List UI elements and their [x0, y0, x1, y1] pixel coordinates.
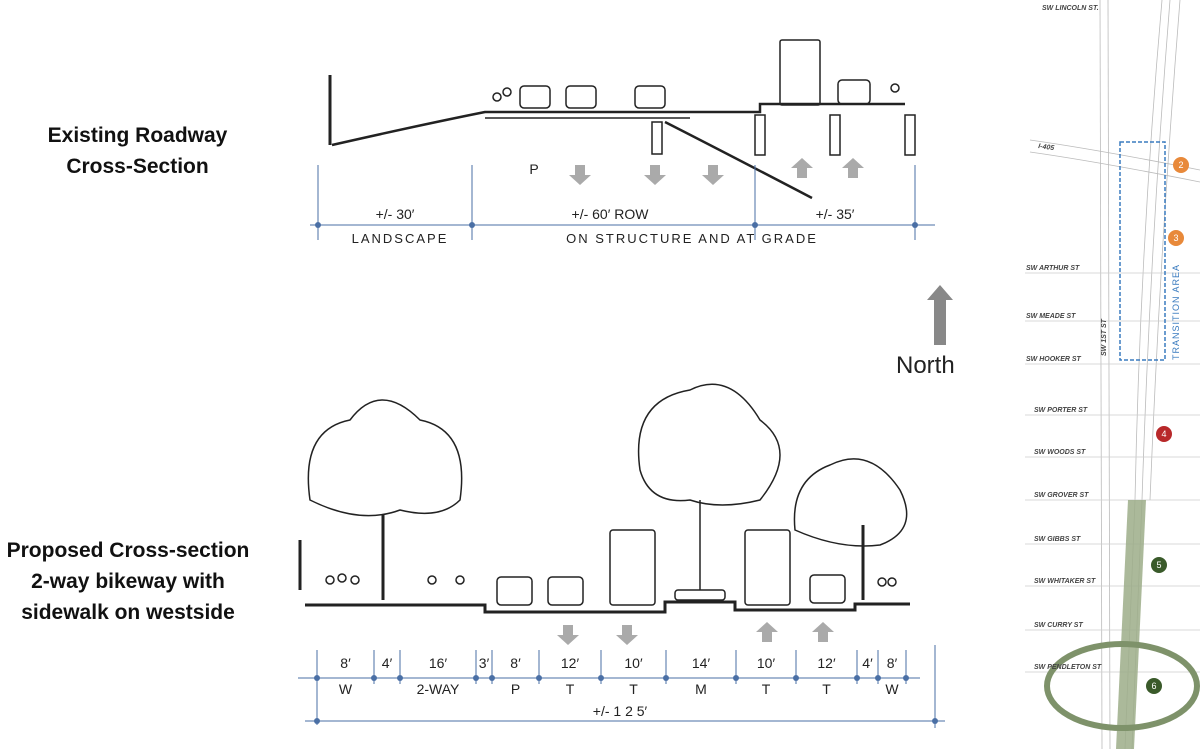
- dimension-dot: [397, 675, 403, 681]
- site-map: TRANSITION AREA SW 1ST ST SW LINCOLN ST.…: [1025, 0, 1200, 749]
- traffic-arrows: [569, 158, 864, 185]
- lane-label: P: [529, 161, 538, 177]
- segment-width: 4′: [862, 655, 873, 671]
- traffic-arrows: [557, 622, 834, 645]
- segment-width: 14′: [692, 655, 711, 671]
- segment-width: 10′: [624, 655, 643, 671]
- proposed-title: Proposed Cross-section 2-way bikeway wit…: [0, 535, 256, 628]
- proposed-section: [298, 383, 910, 645]
- street-label: SW WOODS ST: [1034, 449, 1086, 456]
- svg-text:5: 5: [1156, 560, 1161, 570]
- existing-title: Existing Roadway Cross-Section: [30, 120, 245, 182]
- dim-label: +/- 30′: [376, 206, 415, 222]
- marker-3: 3: [1168, 230, 1184, 246]
- focus-ellipse: [1044, 641, 1200, 731]
- existing-title-line: Cross-Section: [66, 155, 209, 178]
- street-label: SW MEADE ST: [1026, 313, 1076, 320]
- street-label: I-405: [1038, 143, 1055, 152]
- street-label: SW LINCOLN ST.: [1042, 5, 1099, 12]
- trees: [307, 383, 908, 600]
- street-label: SW CURRY ST: [1034, 622, 1083, 629]
- dimension-dot: [371, 675, 377, 681]
- dimension-dot: [663, 675, 669, 681]
- dimension-dot: [489, 675, 495, 681]
- marker-2: 2: [1173, 157, 1189, 173]
- segment-width: 12′: [817, 655, 836, 671]
- dimension-dot: [903, 675, 909, 681]
- segment-type: 2-WAY: [417, 681, 460, 697]
- pedestrians: [325, 573, 897, 587]
- marker-4: 4: [1156, 426, 1172, 442]
- svg-text:6: 6: [1151, 681, 1156, 691]
- proposed-title-line: sidewalk on westside: [21, 601, 235, 624]
- side-street-label: SW 1ST ST: [1101, 318, 1108, 356]
- svg-text:3: 3: [1173, 233, 1178, 243]
- proposed-dimensions: 8′ W 4′ 16′ 2-WAY 3′ 8′ P 12′ T 10′ T 14′ M 10′ T 12′ T 4′…: [298, 645, 945, 728]
- segment-type: M: [695, 681, 707, 697]
- segment-type: T: [822, 681, 831, 697]
- existing-title-line: Existing Roadway: [47, 124, 228, 147]
- dimension-dot: [536, 675, 542, 681]
- street-label: SW HOOKER ST: [1026, 356, 1082, 363]
- street-label: SW GIBBS ST: [1034, 536, 1081, 543]
- segment-width: 4′: [382, 655, 393, 671]
- proposed-title-line: Proposed Cross-section: [6, 539, 250, 562]
- segment-type: W: [885, 681, 899, 697]
- transition-area-label: TRANSITION AREA: [1171, 264, 1181, 360]
- caption: LANDSCAPE: [352, 231, 449, 246]
- segment-width: 8′: [510, 655, 521, 671]
- street-label: SW PENDLETON ST: [1034, 664, 1102, 671]
- segment-type: T: [629, 681, 638, 697]
- marker-5: 5: [1151, 557, 1167, 573]
- segment-width: 10′: [757, 655, 776, 671]
- north-label: North: [896, 352, 955, 379]
- marker-6: 6: [1146, 678, 1162, 694]
- proposed-vehicles: [496, 529, 846, 606]
- existing-section: [310, 39, 935, 240]
- segment-width: 12′: [561, 655, 580, 671]
- dim-label: +/- 35′: [816, 206, 855, 222]
- segment-type: P: [511, 681, 520, 697]
- segment-width: 8′: [887, 655, 898, 671]
- svg-text:4: 4: [1161, 429, 1166, 439]
- street-label: SW PORTER ST: [1034, 407, 1088, 414]
- dimension-dot: [598, 675, 604, 681]
- dimension-dot: [875, 675, 881, 681]
- segment-width: 16′: [429, 655, 448, 671]
- dimension-dot: [793, 675, 799, 681]
- total-width: +/- 1 2 5′: [593, 703, 648, 719]
- dimension-dot: [932, 718, 938, 724]
- proposed-title-line: 2-way bikeway with: [31, 570, 225, 593]
- segment-type: W: [339, 681, 353, 697]
- dimension-dot: [314, 675, 320, 681]
- street-label: SW ARTHUR ST: [1026, 265, 1080, 272]
- svg-text:2: 2: [1178, 160, 1183, 170]
- transition-box: [1119, 141, 1166, 361]
- green-band: [1116, 500, 1146, 749]
- segment-width: 3′: [479, 655, 490, 671]
- dimension-dot: [473, 675, 479, 681]
- dimension-dot: [854, 675, 860, 681]
- street-label: SW GROVER ST: [1034, 492, 1089, 499]
- dim-label: +/- 60′ ROW: [572, 206, 650, 222]
- existing-vehicles: [492, 39, 900, 109]
- arrow-up-icon: [927, 285, 953, 345]
- segment-type: T: [762, 681, 771, 697]
- dimension-dot: [733, 675, 739, 681]
- street-label: SW WHITAKER ST: [1034, 578, 1096, 585]
- dimension-dot: [314, 718, 320, 724]
- segment-width: 8′: [340, 655, 351, 671]
- segment-type: T: [566, 681, 575, 697]
- caption: ON STRUCTURE AND AT GRADE: [566, 231, 818, 246]
